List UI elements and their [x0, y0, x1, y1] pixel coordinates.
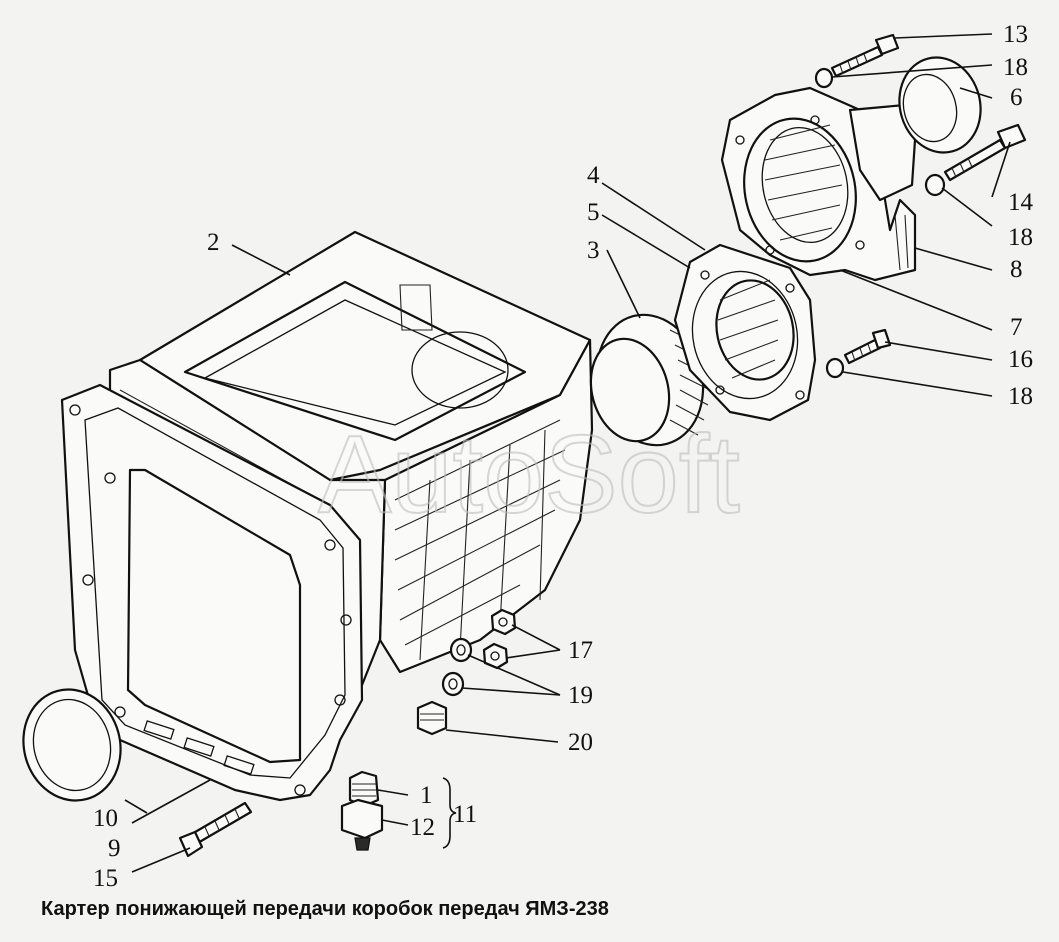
callout-10: 10 [93, 805, 118, 832]
washer-part-18 [814, 67, 946, 379]
callout-9: 9 [108, 835, 121, 862]
leader-lines [124, 33, 1011, 873]
callout-15: 15 [93, 865, 118, 892]
callout-17: 17 [568, 637, 593, 664]
callout-19: 19 [568, 682, 593, 709]
seal-part-6 [898, 56, 982, 154]
callout-4: 4 [587, 162, 600, 189]
callout-18-top: 18 [1003, 54, 1028, 81]
bolt-part-16 [843, 328, 892, 365]
callout-18-bottom: 18 [1008, 383, 1033, 410]
bearing-part-3 [589, 313, 711, 447]
callout-18-middle: 18 [1008, 224, 1033, 251]
callout-labels: 2 3 4 5 6 7 8 9 10 11 12 13 14 15 16 17 … [93, 21, 1034, 892]
callout-1: 1 [420, 782, 433, 809]
callout-8: 8 [1010, 256, 1023, 283]
callout-16: 16 [1008, 346, 1033, 373]
callout-13: 13 [1003, 21, 1028, 48]
callout-20: 20 [568, 729, 593, 756]
callout-2: 2 [207, 229, 220, 256]
sensor-part-11 [340, 770, 384, 851]
flange-part-4 [673, 243, 817, 422]
watermark-text: AutoSoft [318, 413, 740, 536]
gasket-part-9 [60, 383, 364, 802]
washer-part-19 [441, 637, 473, 697]
callout-14: 14 [1008, 189, 1034, 216]
callout-12: 12 [410, 814, 435, 841]
seal-ring-part-10 [22, 688, 122, 802]
rear-cover-part-7 [720, 86, 917, 282]
callout-7: 7 [1010, 314, 1023, 341]
callout-3: 3 [587, 237, 600, 264]
bolt-part-15 [178, 801, 253, 858]
callout-11: 11 [453, 801, 477, 828]
bolt-part-13 [830, 33, 900, 78]
callout-5: 5 [587, 199, 600, 226]
bolt-part-14 [943, 123, 1027, 182]
diagram-caption: Картер понижающей передачи коробок перед… [41, 898, 609, 920]
plug-part-20 [416, 700, 448, 736]
callout-6: 6 [1010, 84, 1023, 111]
